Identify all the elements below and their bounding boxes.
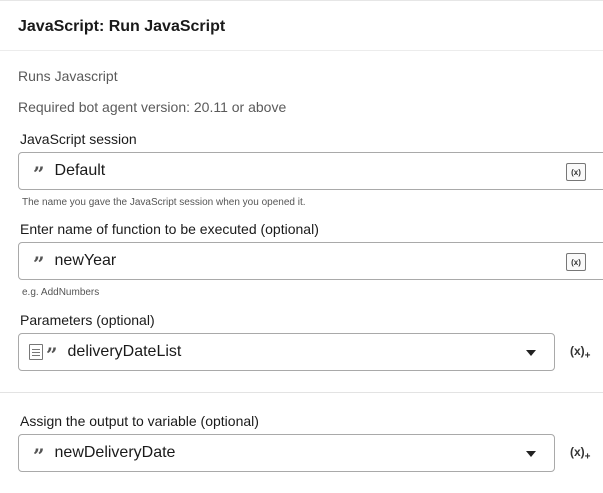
function-helper: e.g. AddNumbers — [22, 287, 100, 298]
agent-version-requirement: Required bot agent version: 20.11 or abo… — [18, 99, 287, 115]
function-input[interactable]: ” newYear (x) — [18, 242, 603, 280]
session-label: JavaScript session — [20, 131, 137, 147]
output-select[interactable]: ” newDeliveryDate — [18, 434, 555, 472]
output-label: Assign the output to variable (optional) — [20, 413, 259, 429]
variable-icon[interactable]: (x) — [566, 163, 586, 181]
function-label: Enter name of function to be executed (o… — [20, 221, 319, 237]
session-value: Default — [54, 162, 106, 179]
list-icon — [29, 344, 43, 360]
session-input[interactable]: ” Default (x) — [18, 152, 603, 190]
output-variable-button[interactable]: (x)+ — [570, 445, 591, 462]
session-helper: The name you gave the JavaScript session… — [22, 197, 306, 208]
quote-icon: ” — [33, 252, 44, 276]
add-sub: + — [584, 350, 591, 362]
parameters-value: deliveryDateList — [67, 343, 182, 360]
parameters-select[interactable]: ” deliveryDateList — [18, 333, 555, 371]
function-value: newYear — [54, 252, 117, 269]
parameters-label: Parameters (optional) — [20, 312, 155, 328]
header-divider — [0, 50, 603, 51]
section-divider — [0, 392, 603, 393]
quote-icon: ” — [33, 444, 44, 468]
chevron-down-icon[interactable] — [526, 350, 536, 356]
quote-icon: ” — [33, 162, 44, 186]
add-sub: + — [584, 451, 591, 463]
variable-icon: (x) — [570, 344, 585, 358]
quote-icon: ” — [46, 343, 57, 367]
chevron-down-icon[interactable] — [526, 451, 536, 457]
action-description: Runs Javascript — [18, 68, 118, 84]
action-title: JavaScript: Run JavaScript — [18, 18, 226, 35]
parameters-variable-button[interactable]: (x)+ — [570, 344, 591, 361]
variable-icon[interactable]: (x) — [566, 253, 586, 271]
output-value: newDeliveryDate — [54, 444, 176, 461]
top-divider — [0, 0, 603, 1]
variable-icon: (x) — [570, 445, 585, 459]
